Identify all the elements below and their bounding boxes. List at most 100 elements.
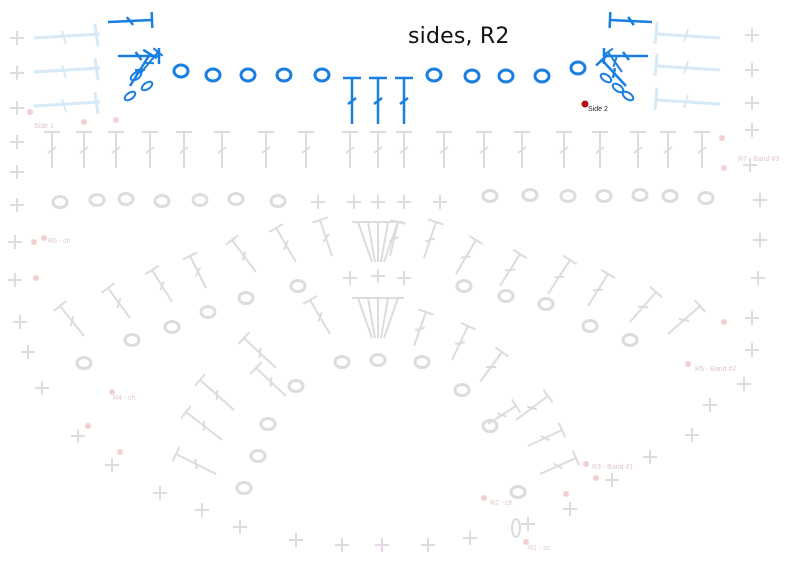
label-side-2: Side 2: [588, 106, 608, 113]
double-crochet-symbol: [527, 422, 567, 447]
double-crochet-symbol: [587, 268, 616, 307]
chain-stitch-symbol: [117, 192, 135, 206]
double-crochet-symbol: [258, 131, 274, 168]
double-crochet-symbol: [342, 131, 358, 168]
double-crochet-symbol: [629, 286, 663, 323]
label-r4-ch: R4 - ch: [113, 395, 136, 402]
double-crochet-symbol: [76, 131, 92, 168]
double-crochet-symbol: [476, 131, 492, 168]
chain-stitch-symbol: [533, 68, 551, 84]
chain-stitch-symbol: [481, 419, 499, 433]
fan-stroke: [357, 297, 373, 339]
chain-stitch-symbol: [123, 333, 141, 347]
marker-dot: [81, 119, 87, 125]
single-crochet-symbol: [10, 165, 24, 179]
chain-stitch-symbol: [275, 67, 293, 83]
chain-stitch-symbol: [697, 191, 715, 205]
label-r5-ch: R5 - ch: [48, 238, 71, 245]
single-crochet-symbol: [8, 235, 22, 249]
pale-dc-cap: [653, 21, 659, 45]
chain-stitch-symbol: [75, 356, 93, 370]
pale-dc-cap: [653, 87, 659, 111]
pale-dc-line: [33, 66, 101, 74]
marker-dot: [563, 491, 569, 497]
single-crochet-symbol: [397, 271, 411, 285]
chain-stitch-symbol: [631, 188, 649, 202]
double-crochet-symbol: [592, 131, 608, 168]
single-crochet-symbol: [343, 271, 357, 285]
chain-stitch-symbol: [259, 417, 277, 431]
marker-dot: [33, 275, 39, 281]
pale-dc-tick: [683, 28, 689, 43]
fan-stroke: [383, 297, 399, 339]
double-crochet-symbol: [515, 389, 554, 421]
marker-dot: [41, 235, 47, 241]
chain-stitch-symbol: [581, 319, 599, 333]
chain-stitch-symbol: [289, 279, 307, 293]
fan-stroke: [367, 297, 376, 339]
double-crochet-symbol: [396, 131, 412, 168]
chain-stitch-symbol: [333, 355, 351, 369]
double-crochet-symbol: [142, 131, 158, 168]
double-crochet-symbol: [53, 300, 85, 337]
double-crochet-symbol: [302, 295, 331, 335]
chain-stitch-symbol: [497, 68, 515, 84]
double-crochet-symbol: [370, 131, 386, 168]
single-crochet-symbol: [703, 398, 717, 412]
double-crochet-symbol: [455, 235, 484, 275]
single-crochet-symbol: [71, 429, 85, 443]
double-crochet-symbol: [451, 321, 476, 361]
single-crochet-symbol: [311, 195, 325, 209]
double-crochet-symbol: [667, 299, 707, 335]
marker-dot: [117, 449, 123, 455]
single-crochet-symbol: [753, 193, 767, 207]
double-crochet-symbol: [176, 131, 192, 168]
chain-stitch-symbol: [313, 67, 331, 83]
chain-stitch-symbol: [453, 383, 471, 397]
chain-stitch-symbol: [463, 68, 481, 84]
double-crochet-symbol: [139, 47, 164, 75]
single-crochet-symbol: [35, 381, 49, 395]
single-crochet-symbol: [8, 273, 22, 287]
pale-dc-cap: [93, 57, 100, 81]
single-crochet-symbol: [463, 531, 477, 545]
double-crochet-symbol: [249, 361, 287, 397]
pale-dc-line: [655, 64, 721, 72]
single-crochet-symbol: [289, 533, 303, 547]
chain-stitch-symbol: [509, 485, 527, 499]
label-r2-ch: R2 - ch: [490, 500, 513, 507]
chain-stitch-symbol: [559, 189, 577, 203]
single-crochet-symbol: [745, 96, 759, 110]
marker-dot: [583, 461, 589, 467]
chart-title: sides, R2: [408, 24, 510, 49]
double-crochet-symbol: [436, 131, 452, 168]
previous-rounds-layer: [8, 28, 767, 552]
single-crochet-symbol: [745, 123, 759, 137]
double-crochet-symbol: [630, 131, 646, 168]
chain-stitch-symbol: [481, 189, 499, 203]
double-crochet-symbol: [44, 131, 60, 168]
chain-stitch-symbol: [249, 449, 267, 463]
small-chain-symbol: [140, 80, 154, 92]
marker-dot: [721, 319, 727, 325]
markers-layer: [27, 100, 727, 545]
chain-stitch-symbol: [425, 67, 443, 83]
chain-stitch-symbol: [537, 297, 555, 311]
single-crochet-symbol: [105, 458, 119, 472]
pale-dc-line: [655, 98, 721, 106]
chain-stitch-symbol: [595, 189, 613, 203]
double-crochet-symbol: [547, 254, 578, 295]
chain-stitch-symbol: [661, 189, 679, 203]
label-r7-band-3: R7 - Band #3: [738, 156, 780, 163]
double-crochet-symbol: [182, 251, 207, 289]
chain-stitch-symbol: [369, 353, 387, 367]
chain-stitch-symbol: [239, 67, 257, 83]
single-crochet-symbol: [521, 517, 535, 531]
small-chain-symbol: [599, 72, 613, 84]
double-crochet-symbol: [423, 218, 444, 259]
double-crochet-symbol: [556, 131, 572, 168]
single-crochet-symbol: [745, 28, 759, 42]
chain-stitch-symbol: [235, 481, 253, 495]
fan-stroke: [380, 221, 389, 263]
double-crochet-symbol: [660, 131, 676, 168]
